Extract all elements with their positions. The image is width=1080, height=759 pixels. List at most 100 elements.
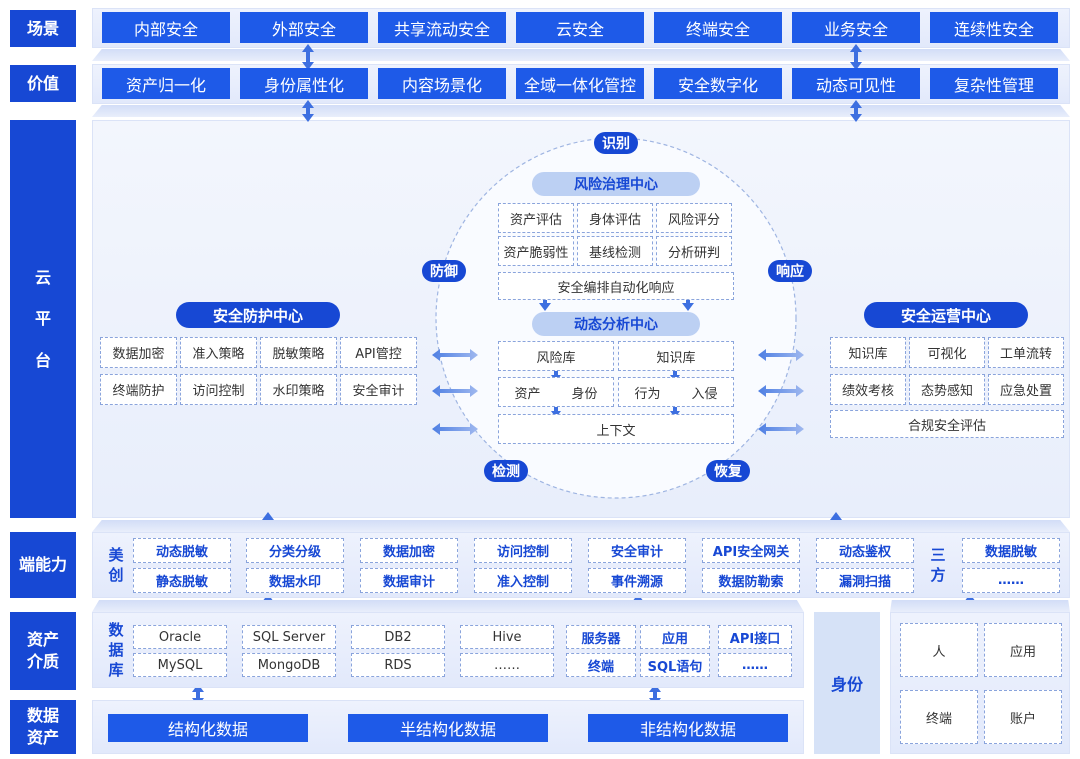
risk-item: 分析研判 <box>656 236 732 266</box>
other-asset-item: API接口 <box>718 625 792 649</box>
dynamic-item-asset: 资产 <box>514 386 541 402</box>
meichuang-item: 漏洞扫描 <box>816 568 914 593</box>
data-structured: 结构化数据 <box>108 714 308 742</box>
ops-item: 绩效考核 <box>830 374 906 405</box>
ring-label-defend: 防御 <box>422 260 466 282</box>
meichuang-item: 动态脱敏 <box>133 538 231 563</box>
dynamic-item-riskdb: 风险库 <box>498 341 614 371</box>
data-semistructured: 半结构化数据 <box>348 714 548 742</box>
protect-item: 访问控制 <box>180 374 257 405</box>
ring-label-recover: 恢复 <box>706 460 750 482</box>
endpoint-top <box>92 520 1070 532</box>
db-item: Oracle <box>133 625 227 649</box>
scenario-item: 连续性安全 <box>930 12 1058 43</box>
ops-item: 知识库 <box>830 337 906 368</box>
identity-app: 应用 <box>984 623 1062 677</box>
value-item: 全域一体化管控 <box>516 68 644 99</box>
protect-item: 准入策略 <box>180 337 257 368</box>
third-item-more: …… <box>962 568 1060 593</box>
value-item: 动态可见性 <box>792 68 920 99</box>
risk-item: 资产脆弱性 <box>498 236 574 266</box>
ops-item: 态势感知 <box>909 374 985 405</box>
meichuang-item: 数据防勒索 <box>702 568 800 593</box>
meichuang-item: 准入控制 <box>474 568 572 593</box>
risk-item: 资产评估 <box>498 203 574 233</box>
endpoint-panel <box>92 532 1070 598</box>
dynamic-item-knowledge: 知识库 <box>618 341 734 371</box>
scenario-item: 外部安全 <box>240 12 368 43</box>
protect-center-title: 安全防护中心 <box>176 302 340 328</box>
identity-account: 账户 <box>984 690 1062 744</box>
row-label-scenario: 场景 <box>10 10 76 47</box>
other-asset-item: 服务器 <box>566 625 636 649</box>
ops-center-title: 安全运营中心 <box>864 302 1028 328</box>
db-item: DB2 <box>351 625 445 649</box>
meichuang-item: 数据审计 <box>360 568 458 593</box>
row-label-cloud: 云平台 <box>10 120 76 518</box>
db-item: …… <box>460 653 554 677</box>
dynamic-item-behavior: 行为 <box>634 386 661 402</box>
other-asset-item: SQL语句 <box>640 653 710 677</box>
ops-item: 可视化 <box>909 337 985 368</box>
third-item-desensitize: 数据脱敏 <box>962 538 1060 563</box>
scenario-item: 内部安全 <box>102 12 230 43</box>
ops-item: 应急处置 <box>988 374 1064 405</box>
dynamic-item-asset-identity: 资产 身份 <box>498 377 614 407</box>
risk-item: 身体评估 <box>577 203 653 233</box>
data-unstructured: 非结构化数据 <box>588 714 788 742</box>
scenario-item: 共享流动安全 <box>378 12 506 43</box>
third-party-label: 三方 <box>930 545 946 584</box>
risk-item: 风险评分 <box>656 203 732 233</box>
row-label-value: 价值 <box>10 65 76 102</box>
protect-item: 脱敏策略 <box>260 337 337 368</box>
meichuang-item: 访问控制 <box>474 538 572 563</box>
row-label-data-asset: 数据资产 <box>10 700 76 754</box>
protect-item: 水印策略 <box>260 374 337 405</box>
row-label-asset-medium: 资产介质 <box>10 612 76 690</box>
meichuang-item: 安全审计 <box>588 538 686 563</box>
dynamic-wide-item: 上下文 <box>498 414 734 444</box>
db-item: MySQL <box>133 653 227 677</box>
dynamic-item-intrusion: 入侵 <box>691 386 718 402</box>
scenario-item: 业务安全 <box>792 12 920 43</box>
other-asset-item: …… <box>718 653 792 677</box>
risk-item: 基线检测 <box>577 236 653 266</box>
identity-terminal: 终端 <box>900 690 978 744</box>
scenario-item: 云安全 <box>516 12 644 43</box>
db-item: Hive <box>460 625 554 649</box>
protect-item: 安全审计 <box>340 374 417 405</box>
other-asset-item: 终端 <box>566 653 636 677</box>
meichuang-item: 数据水印 <box>246 568 344 593</box>
horizontal-arrows <box>432 349 804 435</box>
dynamic-item-identity: 身份 <box>571 386 598 402</box>
dynamic-item-behavior-intrusion: 行为 入侵 <box>618 377 734 407</box>
value-item: 资产归一化 <box>102 68 230 99</box>
ring-label-identify: 识别 <box>594 132 638 154</box>
protect-item: 数据加密 <box>100 337 177 368</box>
ops-item: 工单流转 <box>988 337 1064 368</box>
row-label-endpoint: 端能力 <box>10 532 76 598</box>
ring-label-respond: 响应 <box>768 260 812 282</box>
db-item: SQL Server <box>242 625 336 649</box>
assets-top <box>92 600 804 612</box>
db-item: RDS <box>351 653 445 677</box>
scenario-item: 终端安全 <box>654 12 782 43</box>
other-asset-item: 应用 <box>640 625 710 649</box>
identity-label: 身份 <box>814 612 880 754</box>
protect-item: API管控 <box>340 337 417 368</box>
identity-person: 人 <box>900 623 978 677</box>
meichuang-label: 美创 <box>108 545 124 584</box>
meichuang-item: 数据加密 <box>360 538 458 563</box>
db-item: MongoDB <box>242 653 336 677</box>
meichuang-item: 事件溯源 <box>588 568 686 593</box>
meichuang-item: API安全网关 <box>702 538 800 563</box>
risk-center-title: 风险治理中心 <box>532 172 700 196</box>
value-item: 内容场景化 <box>378 68 506 99</box>
value-item: 安全数字化 <box>654 68 782 99</box>
value-item: 复杂性管理 <box>930 68 1058 99</box>
identity-top <box>890 600 1070 612</box>
dynamic-center-title: 动态分析中心 <box>532 312 700 336</box>
ring-label-detect: 检测 <box>484 460 528 482</box>
meichuang-item: 动态鉴权 <box>816 538 914 563</box>
db-label: 数据库 <box>108 620 124 680</box>
